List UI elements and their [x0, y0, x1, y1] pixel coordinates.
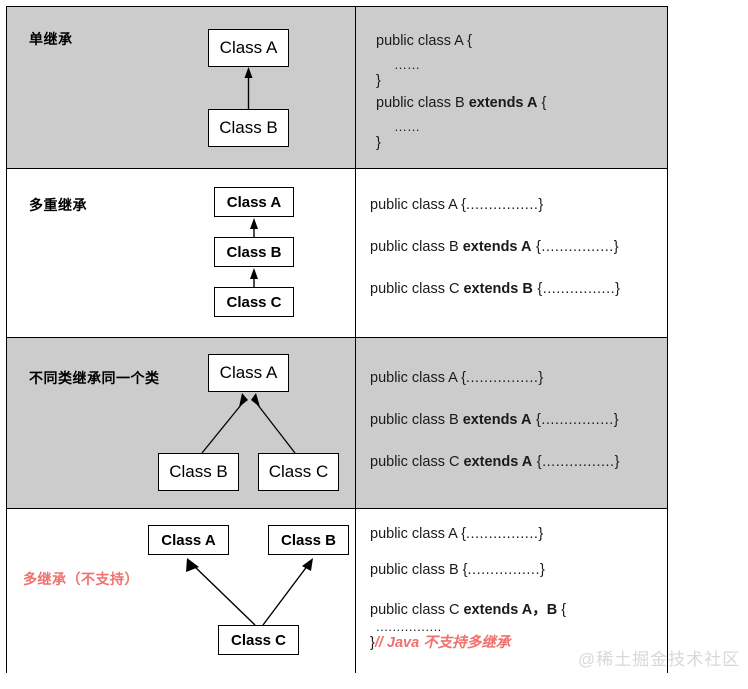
class-box-c: Class C — [218, 625, 299, 655]
table-row-shared-superclass: 不同类继承同一个类 Class A Class B Class C public… — [7, 338, 667, 509]
diagram-cell-multiple-inheritance: 多继承（不支持） Class A Class B Class C — [7, 509, 356, 673]
code-keyword: extends A — [468, 95, 538, 111]
diagram-cell-multilevel-inheritance: 多重继承 Class A Class B Class C — [7, 169, 356, 337]
code-cell-shared-superclass: public class A {................} public… — [356, 338, 667, 508]
code-line-5: …… — [394, 119, 420, 134]
code-text: public class C — [370, 602, 464, 618]
code-line-3: public class C extends A {..............… — [370, 454, 620, 470]
code-text: { — [537, 95, 547, 111]
code-text: {................} — [532, 454, 620, 470]
diagram-cell-single-inheritance: 单继承 Class A Class B — [7, 7, 356, 168]
code-keyword: extends B — [463, 281, 533, 297]
code-cell-multiple-inheritance: public class A {................} public… — [356, 509, 667, 673]
code-line-1: public class A {................} — [370, 370, 544, 386]
code-line-5: }// Java 不支持多继承 — [370, 631, 510, 652]
code-line-1: public class A { — [376, 33, 472, 49]
code-line-2: public class B extends A {..............… — [370, 412, 619, 428]
code-keyword: extends A — [463, 454, 533, 470]
class-box-a: Class A — [208, 29, 289, 67]
table-row-single-inheritance: 单继承 Class A Class B public class A { …… … — [7, 7, 667, 169]
class-box-c: Class C — [258, 453, 339, 491]
category-label-multiple-inheritance: 多继承（不支持） — [23, 571, 139, 587]
code-line-2: …… — [394, 57, 420, 72]
code-line-2: public class B {................} — [370, 562, 545, 578]
class-box-a: Class A — [214, 187, 294, 217]
class-box-b: Class B — [158, 453, 239, 491]
code-text: public class A { — [370, 526, 466, 542]
code-line-6: } — [376, 135, 381, 151]
code-keyword: extends A，B — [463, 602, 558, 618]
code-text: ................} — [467, 562, 546, 578]
code-text: public class A { — [370, 197, 466, 213]
code-text: {................} — [532, 281, 621, 297]
code-text: public class C — [370, 281, 464, 297]
code-text: …… — [394, 57, 420, 72]
class-box-a: Class A — [208, 354, 289, 392]
code-text: {................} — [531, 239, 620, 255]
category-label-single-inheritance: 单继承 — [29, 31, 73, 47]
watermark: @稀土掘金技术社区 — [578, 650, 741, 669]
code-line-4: ................ — [376, 619, 442, 634]
category-label-shared-superclass: 不同类继承同一个类 — [29, 370, 160, 386]
code-text: } — [376, 73, 381, 89]
code-text: public class C — [370, 454, 464, 470]
code-text: public class A { — [376, 33, 472, 49]
code-keyword: extends A — [462, 239, 532, 255]
code-text: } — [376, 135, 381, 151]
code-line-3: public class C extends B {..............… — [370, 281, 620, 297]
class-box-b: Class B — [268, 525, 349, 555]
code-line-1: public class A {................} — [370, 526, 544, 542]
code-line-2: public class B extends A {..............… — [370, 239, 619, 255]
code-text: …… — [394, 119, 420, 134]
code-text: ................} — [465, 526, 544, 542]
code-text: public class B — [370, 239, 463, 255]
class-box-b: Class B — [208, 109, 289, 147]
code-text: public class B { — [370, 562, 468, 578]
class-box-c: Class C — [214, 287, 294, 317]
code-line-4: public class B extends A { — [376, 95, 546, 111]
code-cell-single-inheritance: public class A { …… } public class B ext… — [356, 7, 667, 168]
code-line-3: } — [376, 73, 381, 89]
code-text: ................ — [376, 619, 442, 634]
diagram-cell-shared-superclass: 不同类继承同一个类 Class A Class B Class C — [7, 338, 356, 508]
table-row-multiple-inheritance: 多继承（不支持） Class A Class B Class C public … — [7, 509, 667, 673]
table-row-multilevel-inheritance: 多重继承 Class A Class B Class C public clas… — [7, 169, 667, 338]
code-text: public class B — [376, 95, 469, 111]
code-cell-multilevel-inheritance: public class A {................} public… — [356, 169, 667, 337]
code-line-1: public class A {................} — [370, 197, 544, 213]
category-label-multilevel-inheritance: 多重继承 — [29, 197, 87, 213]
code-text: {................} — [531, 412, 620, 428]
code-text: public class B — [370, 412, 463, 428]
code-text: ................} — [465, 370, 544, 386]
class-box-b: Class B — [214, 237, 294, 267]
code-text: ................} — [465, 197, 544, 213]
class-box-a: Class A — [148, 525, 229, 555]
code-text: { — [557, 602, 567, 618]
code-text: } — [370, 635, 375, 651]
code-text: public class A { — [370, 370, 466, 386]
code-comment-unsupported: // Java 不支持多继承 — [374, 635, 511, 651]
code-line-3: public class C extends A，B { — [370, 598, 566, 619]
inheritance-comparison-table: 单继承 Class A Class B public class A { …… … — [6, 6, 668, 673]
code-keyword: extends A — [462, 412, 532, 428]
